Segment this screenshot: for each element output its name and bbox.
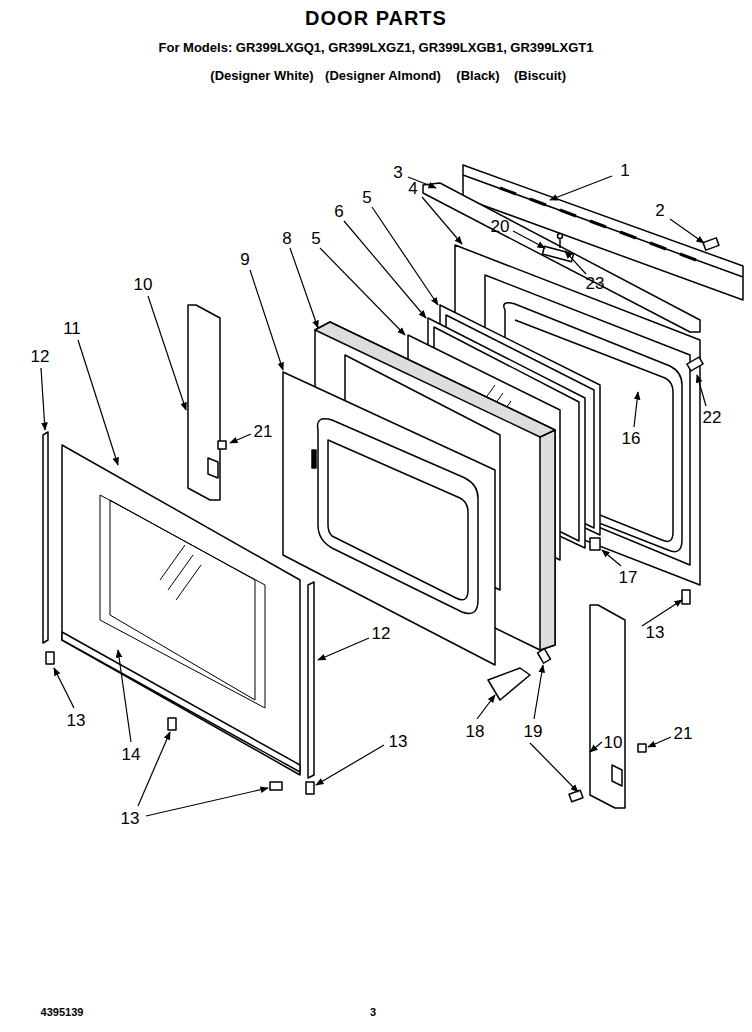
callout-number: 13 bbox=[389, 733, 408, 750]
callout-number: 23 bbox=[586, 275, 605, 292]
callout-number: 8 bbox=[282, 230, 291, 247]
callout-number: 9 bbox=[240, 251, 249, 268]
callout-number: 6 bbox=[334, 203, 343, 220]
callout-number: 11 bbox=[63, 320, 81, 337]
callout-number: 18 bbox=[466, 723, 485, 740]
callout-number: 14 bbox=[122, 746, 141, 763]
page-number: 3 bbox=[370, 1007, 376, 1018]
callout-number: 21 bbox=[674, 725, 693, 742]
callout-number: 12 bbox=[31, 348, 50, 365]
callout-number: 17 bbox=[619, 569, 638, 586]
callout-number: 12 bbox=[372, 625, 391, 642]
callout-number: 13 bbox=[121, 810, 140, 827]
callout-number: 22 bbox=[703, 409, 722, 426]
callout-number: 5 bbox=[362, 189, 371, 206]
color-name: (Biscuit) bbox=[514, 69, 566, 82]
color-name: (Designer White) bbox=[210, 69, 313, 82]
diagram-title: DOOR PARTS bbox=[305, 8, 447, 28]
callout-number: 3 bbox=[393, 164, 402, 181]
model-list: For Models: GR399LXGQ1, GR399LXGZ1, GR39… bbox=[159, 41, 594, 54]
callout-number: 10 bbox=[134, 276, 153, 293]
callout-number: 2 bbox=[655, 202, 664, 219]
callout-number: 1 bbox=[620, 162, 629, 179]
callout-number: 10 bbox=[604, 734, 623, 751]
callout-number: 4 bbox=[408, 180, 417, 197]
callout-number: 13 bbox=[646, 624, 665, 641]
callout-number: 19 bbox=[524, 723, 543, 740]
color-name: (Black) bbox=[456, 69, 499, 82]
callout-number: 16 bbox=[622, 430, 641, 447]
callout-number: 5 bbox=[311, 230, 320, 247]
document-number: 4395139 bbox=[41, 1007, 84, 1018]
callout-number: 21 bbox=[254, 423, 273, 440]
callout-number: 13 bbox=[67, 712, 86, 729]
color-name: (Designer Almond) bbox=[325, 69, 441, 82]
callout-number: 20 bbox=[491, 218, 510, 235]
